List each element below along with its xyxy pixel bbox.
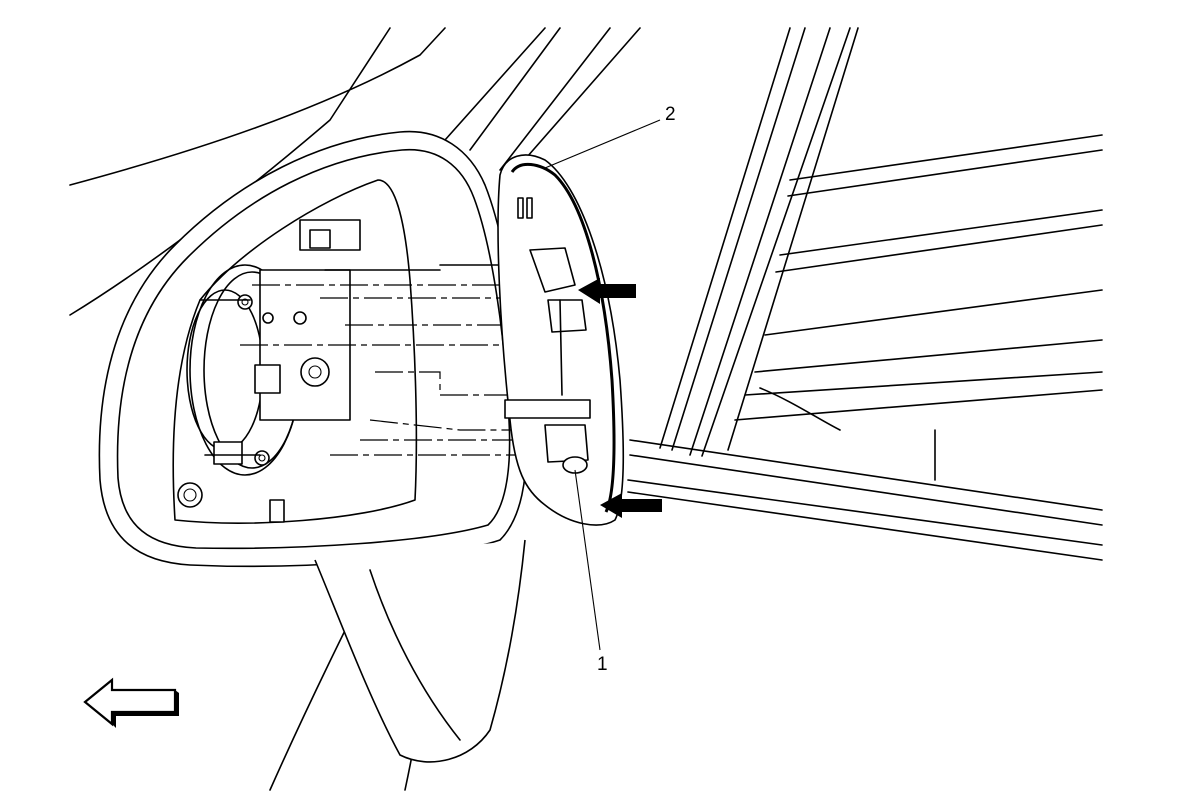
callout-1-leader — [574, 469, 601, 651]
pointer-arrow-lower — [600, 493, 662, 518]
callout-1-label: 1 — [597, 654, 608, 675]
mirror-housing — [98, 130, 528, 763]
door-frame — [627, 27, 1103, 561]
mirror-glass — [497, 154, 625, 526]
callout-2-label: 2 — [665, 104, 676, 125]
callout-2-leader — [544, 119, 661, 169]
direction-arrow-left-icon — [83, 677, 179, 728]
pointer-arrow-upper — [578, 278, 636, 304]
